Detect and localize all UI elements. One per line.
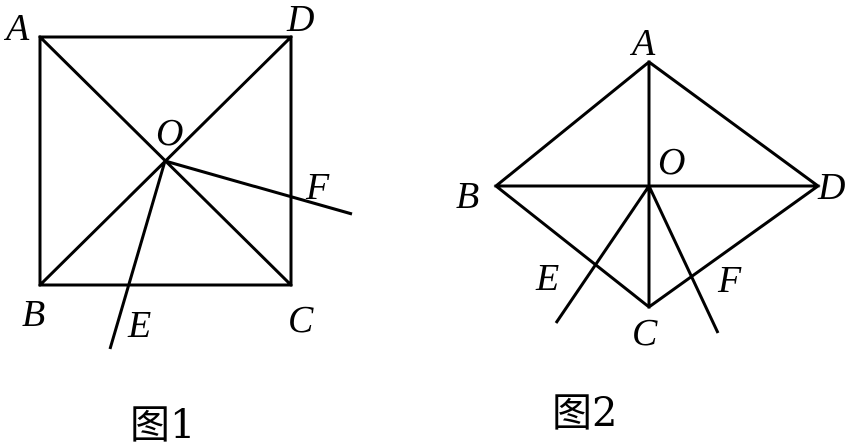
label-a: A — [3, 7, 30, 49]
caption-figure-1: 图1 — [130, 402, 195, 448]
label-d: D — [286, 0, 314, 40]
figure-1: A D O F B E C 图1 — [3, 0, 353, 448]
ray-oe — [108, 160, 167, 350]
label-d: D — [817, 166, 845, 208]
label-e: E — [127, 304, 151, 346]
ray-oe — [554, 185, 651, 324]
square-abcd — [38, 35, 293, 287]
label-f: F — [717, 259, 742, 301]
label-a: A — [629, 22, 656, 64]
label-e: E — [535, 257, 559, 299]
label-b: B — [22, 293, 45, 335]
ray-of — [647, 185, 720, 334]
label-o: O — [156, 112, 183, 154]
label-f: F — [305, 166, 330, 208]
label-c: C — [288, 299, 314, 341]
label-o: O — [658, 141, 685, 183]
figure-2: A O B D E F C 图2 — [456, 22, 845, 436]
ray-of — [164, 159, 353, 216]
label-c: C — [632, 312, 658, 354]
label-b: B — [456, 175, 479, 217]
caption-figure-2: 图2 — [552, 390, 617, 436]
